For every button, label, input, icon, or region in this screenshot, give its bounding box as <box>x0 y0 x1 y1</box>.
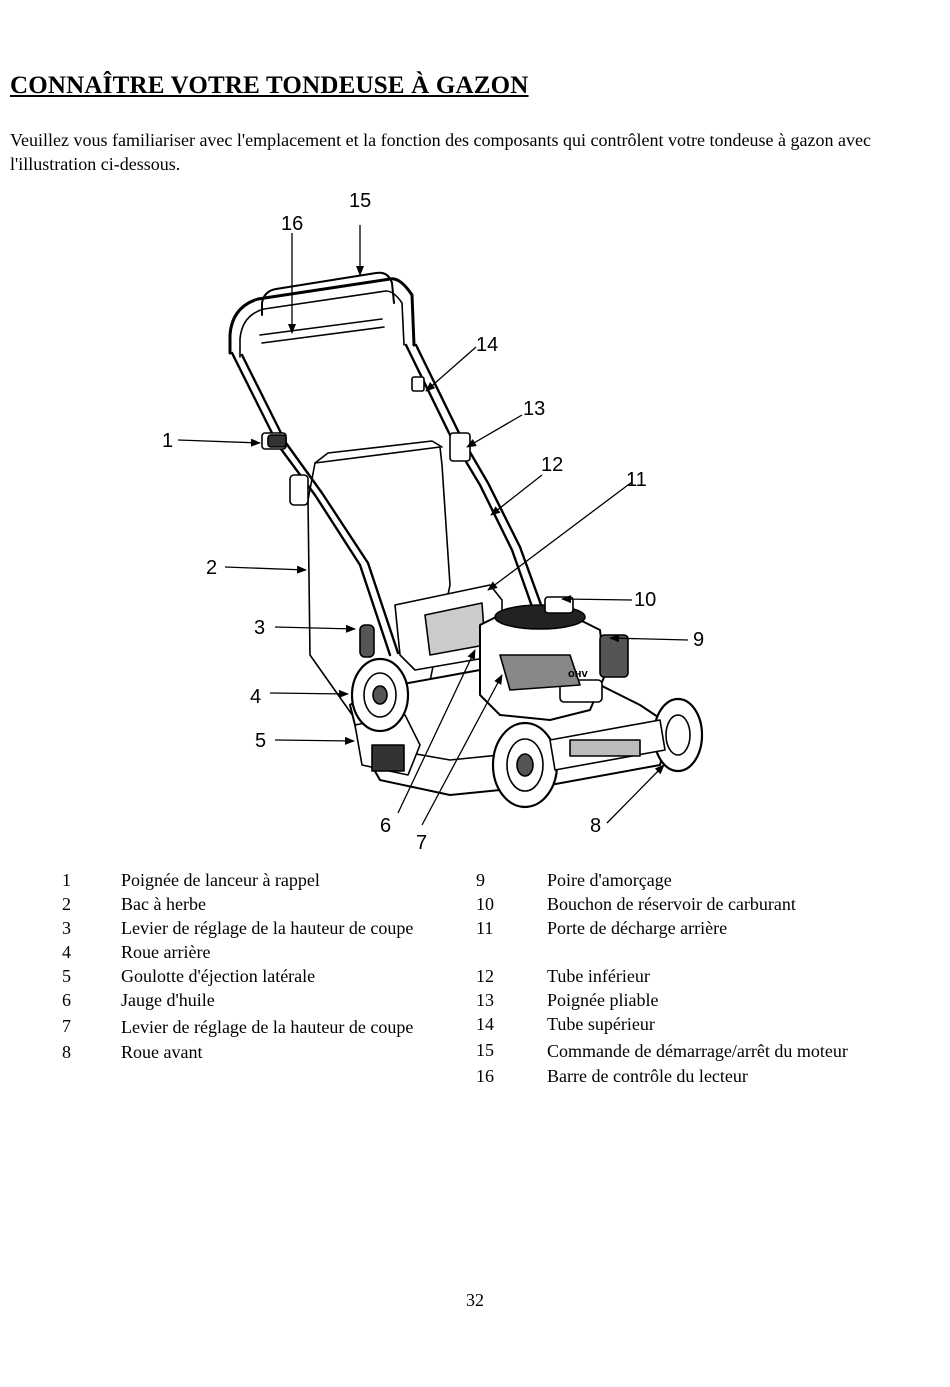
arrow-4 <box>269 689 349 698</box>
part-label: Levier de réglage de la hauteur de coupe <box>121 1017 414 1037</box>
callout-9: 9 <box>693 629 704 651</box>
part-label: Porte de décharge arrière <box>547 918 728 938</box>
arrow-11 <box>487 481 633 591</box>
arrow-2 <box>224 565 307 574</box>
part-label: Roue arrière <box>121 942 211 962</box>
legend-row: 14 Tube supérieur <box>476 1012 896 1036</box>
part-number: 14 <box>476 1014 494 1034</box>
callout-1: 1 <box>162 430 173 452</box>
callout-3: 3 <box>254 617 265 639</box>
part-number: 16 <box>476 1066 494 1086</box>
callout-16: 16 <box>281 213 303 235</box>
part-label: Tube supérieur <box>547 1014 655 1034</box>
part-label: Poignée pliable <box>547 990 659 1010</box>
part-label: Barre de contrôle du lecteur <box>547 1066 748 1086</box>
mower-drawing <box>228 271 704 809</box>
part-number: 11 <box>476 918 494 938</box>
legend-row: 8 Roue avant <box>62 1040 452 1064</box>
part-number: 1 <box>62 870 71 890</box>
part-label: Bac à herbe <box>121 894 206 914</box>
callout-15: 15 <box>349 190 371 212</box>
legend-row: 3 Levier de réglage de la hauteur de coup… <box>62 916 452 940</box>
engine-logo: OHV <box>568 670 588 679</box>
callout-4: 4 <box>250 686 261 708</box>
part-label: Bouchon de réservoir de carburant <box>547 894 796 914</box>
intro-paragraph: Veuillez vous familiariser avec l'emplac… <box>10 130 871 174</box>
legend-row: 7 Levier de réglage de la hauteur de coup… <box>62 1014 452 1040</box>
part-number: 7 <box>62 1016 71 1036</box>
part-label: Goulotte d'éjection latérale <box>121 966 316 986</box>
legend-row: 13 Poignée pliable <box>476 988 896 1012</box>
legend-row: 16 Barre de contrôle du lecteur <box>476 1064 896 1088</box>
legend-row: 4 Roue arrière <box>62 940 452 964</box>
arrow-14 <box>425 346 477 392</box>
callout-5: 5 <box>255 730 266 752</box>
arrow-10 <box>561 595 633 604</box>
part-label: Jauge d'huile <box>121 990 215 1010</box>
part-label: Levier de réglage de la hauteur de coupe <box>121 918 414 938</box>
legend-row: 12 Tube inférieur <box>476 964 896 988</box>
part-number: 10 <box>476 894 494 914</box>
callout-6: 6 <box>380 815 391 837</box>
legend-row: 11 Porte de décharge arrière <box>476 916 896 964</box>
arrow-12 <box>490 474 543 516</box>
part-number: 5 <box>62 966 71 986</box>
part-number: 15 <box>476 1040 494 1060</box>
part-number: 13 <box>476 990 494 1010</box>
parts-legend-left: 1 Poignée de lanceur à rappel 2 Bac à herb… <box>62 868 452 1064</box>
part-label: Commande de démarrage/arrêt du moteur <box>547 1041 848 1061</box>
callout-11: 11 <box>626 469 647 491</box>
lawn-mower-illustration: OHV 1 2 3 4 5 6 7 8 9 10 <box>150 185 750 860</box>
arrow-6 <box>397 649 476 814</box>
legend-row: 5 Goulotte d'éjection latérale <box>62 964 452 988</box>
page-number: 32 <box>466 1290 484 1310</box>
parts-legend-right: 9 Poire d'amorçage 10 Bouchon de réservoir… <box>476 868 896 1088</box>
part-label: Roue avant <box>121 1042 203 1062</box>
legend-row: 2 Bac à herbe <box>62 892 452 916</box>
callout-13: 13 <box>523 398 545 420</box>
part-number: 6 <box>62 990 71 1010</box>
part-number: 8 <box>62 1042 71 1062</box>
legend-row: 10 Bouchon de réservoir de carburant <box>476 892 896 916</box>
part-number: 2 <box>62 894 71 914</box>
callout-14: 14 <box>476 334 498 356</box>
callout-10: 10 <box>634 589 656 611</box>
legend-row: 1 Poignée de lanceur à rappel <box>62 868 452 892</box>
legend-row: 15 Commande de démarrage/arrêt du moteur <box>476 1038 896 1064</box>
arrow-5 <box>274 736 355 745</box>
part-label: Tube inférieur <box>547 966 650 986</box>
callout-12: 12 <box>541 454 563 476</box>
page-title: CONNAÎTRE VOTRE TONDEUSE À GAZON <box>10 72 529 99</box>
arrow-9 <box>609 634 689 643</box>
legend-row: 6 Jauge d'huile <box>62 988 452 1012</box>
arrow-8 <box>606 764 665 824</box>
part-label: Poire d'amorçage <box>547 870 672 890</box>
part-number: 12 <box>476 966 494 986</box>
callout-arrows <box>177 225 689 826</box>
part-number: 4 <box>62 942 71 962</box>
part-label: Poignée de lanceur à rappel <box>121 870 320 890</box>
arrow-13 <box>466 414 523 448</box>
part-number: 9 <box>476 870 485 890</box>
callout-7: 7 <box>416 832 427 854</box>
part-number: 3 <box>62 918 71 938</box>
arrow-7 <box>421 674 503 826</box>
arrow-1 <box>177 438 261 447</box>
callout-8: 8 <box>590 815 601 837</box>
legend-row: 9 Poire d'amorçage <box>476 868 896 892</box>
callout-2: 2 <box>206 557 217 579</box>
arrow-3 <box>274 624 356 633</box>
